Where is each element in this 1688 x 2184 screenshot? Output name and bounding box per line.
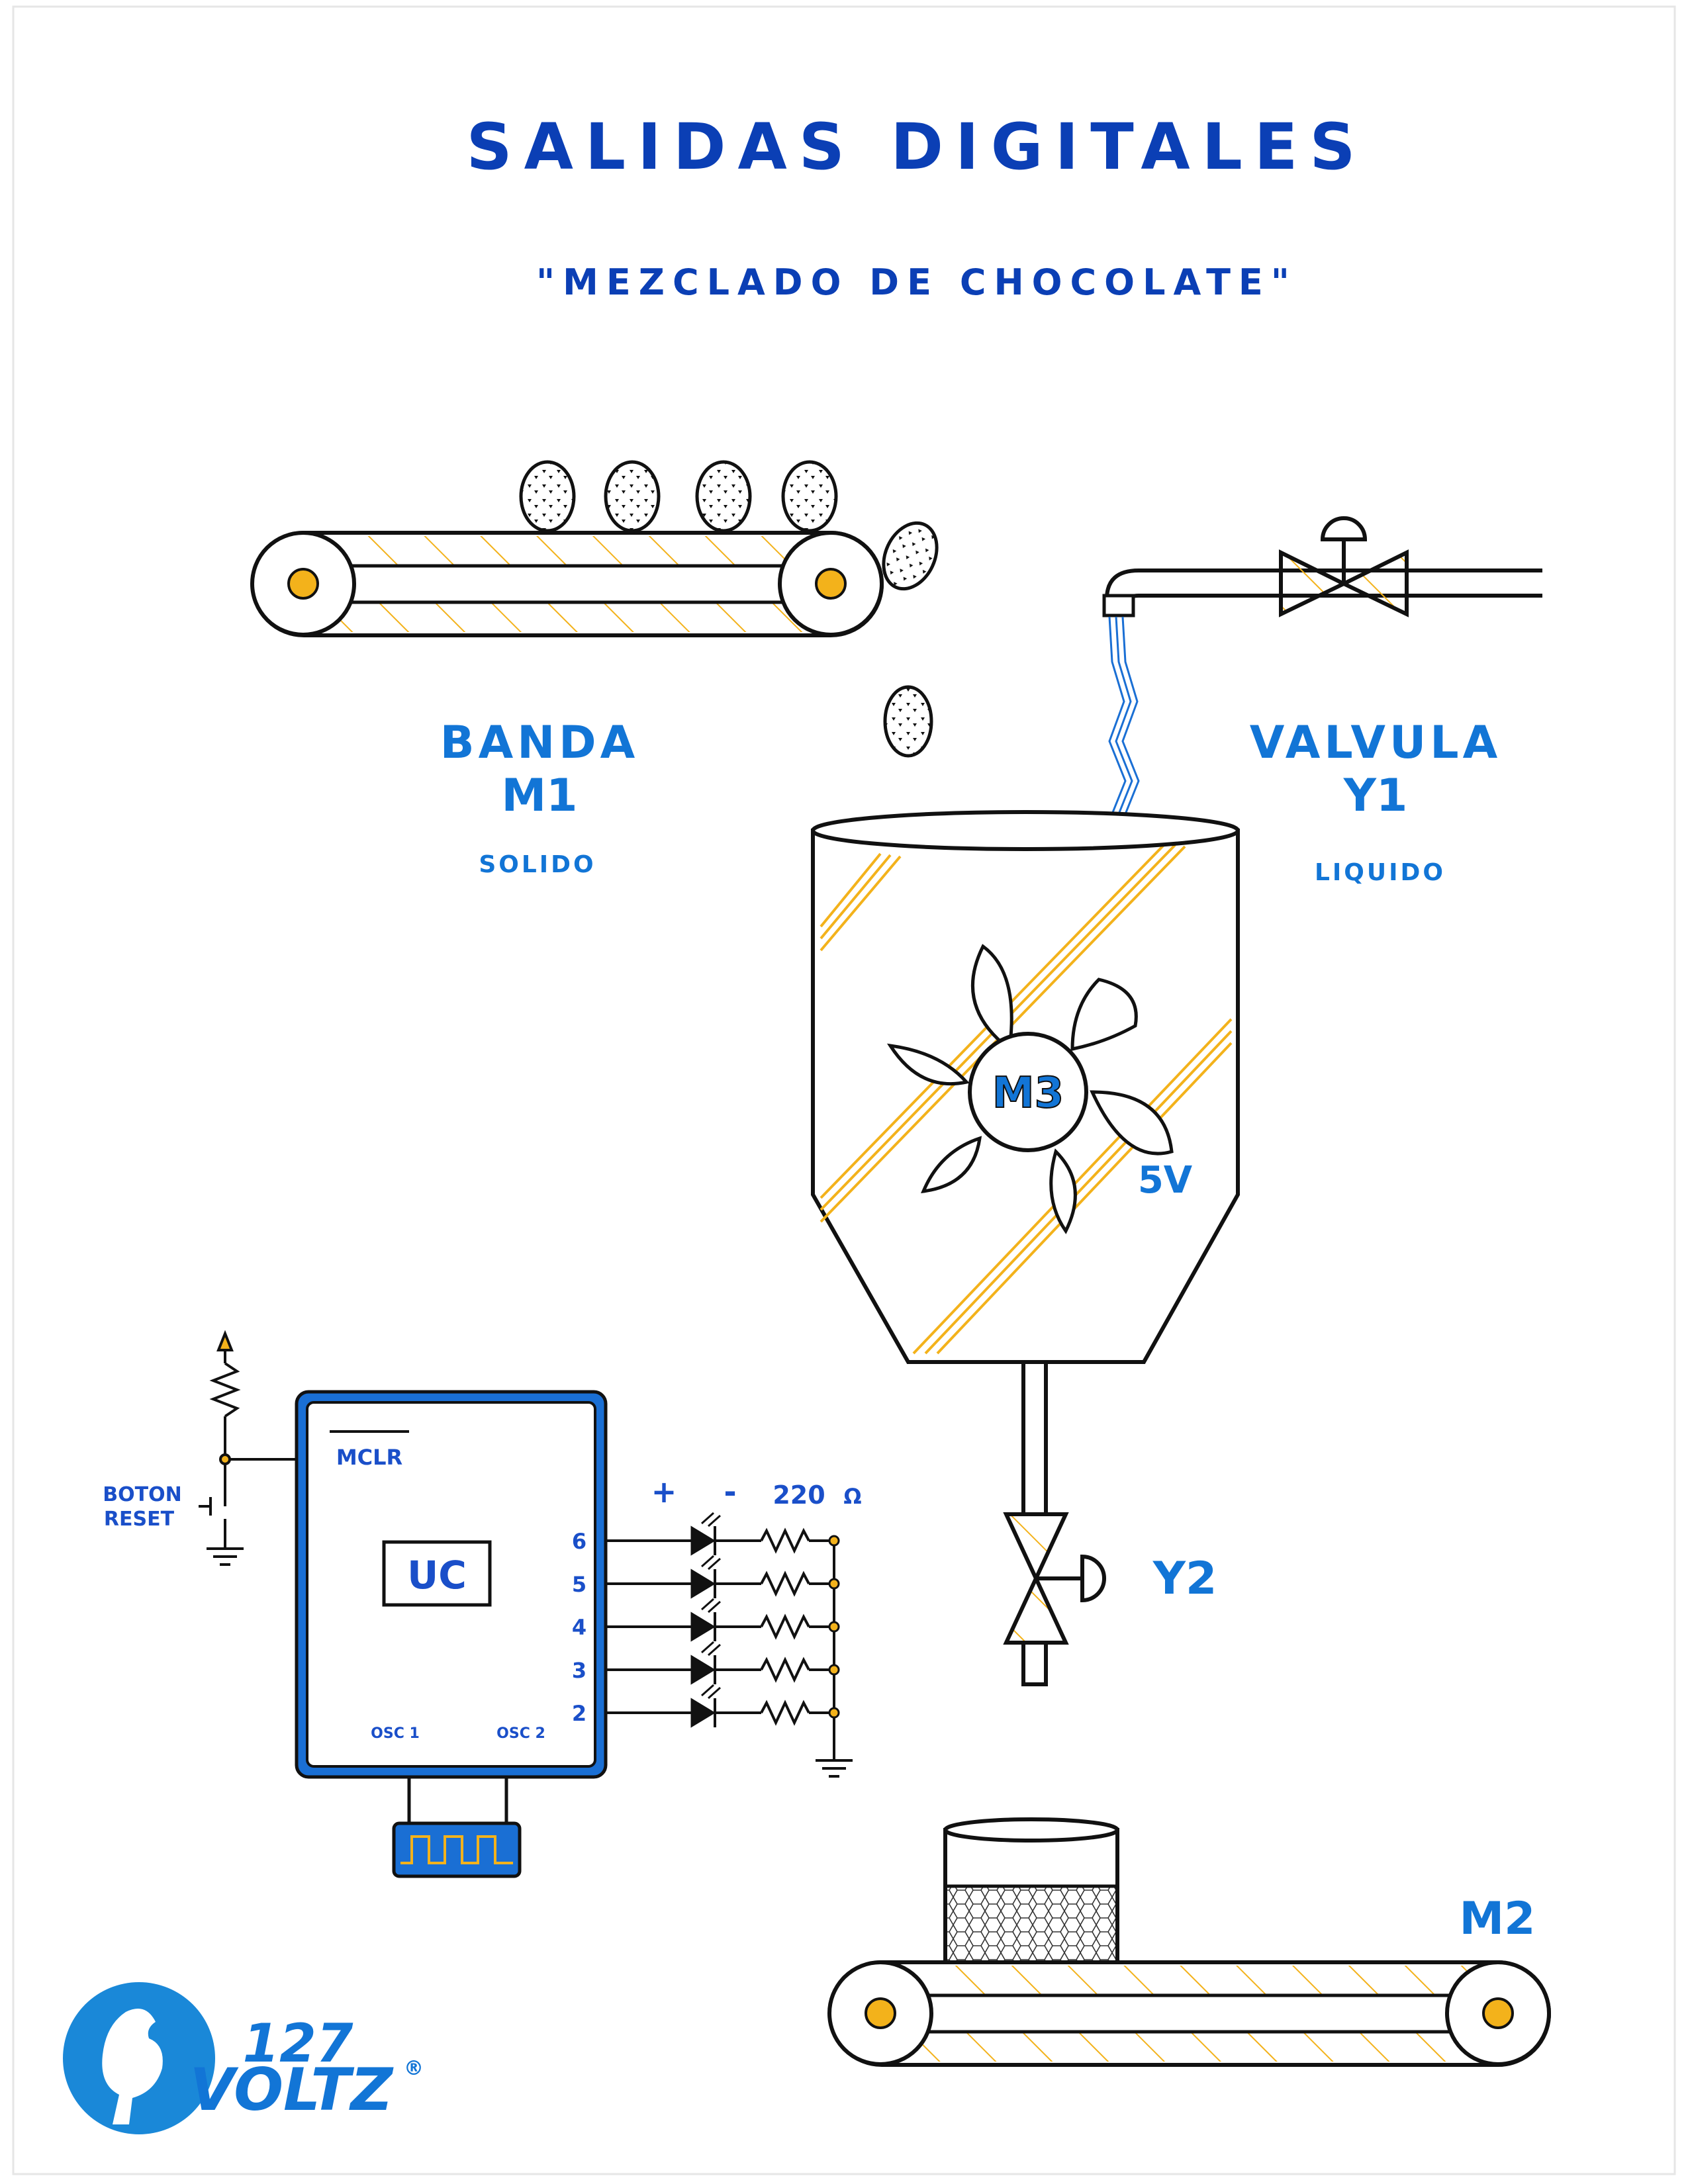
conveyor-m2: M2 xyxy=(827,1893,1551,2067)
pin-label: 5 xyxy=(572,1572,586,1597)
chocolate-piece xyxy=(883,685,933,758)
resistor xyxy=(760,1700,810,1726)
voltz-logo: 127 VOLTZ ® xyxy=(63,1982,424,2134)
led-row: 4 xyxy=(572,1598,840,1642)
chocolate-piece xyxy=(882,521,939,591)
chocolate-piece xyxy=(781,460,838,533)
valvula-label: VALVULA xyxy=(1250,717,1501,769)
banda-id: M1 xyxy=(502,770,578,822)
led-diode xyxy=(690,1569,716,1599)
mixer-blades xyxy=(886,944,1174,1234)
valve-y2-label: Y2 xyxy=(1152,1553,1217,1605)
logo-mascot xyxy=(102,2009,163,2124)
osc1-label: OSC 1 xyxy=(371,1725,420,1742)
chocolate-piece xyxy=(519,460,576,533)
microcontroller: MCLR UC OSC 1 OSC 2 xyxy=(295,1390,608,1779)
resistor xyxy=(760,1570,810,1597)
valvula-note: LIQUIDO xyxy=(1315,859,1446,886)
led-plus-label: + xyxy=(651,1474,677,1510)
led-diode xyxy=(690,1698,716,1728)
mclr-label: MCLR xyxy=(336,1445,402,1470)
led-row: 2 xyxy=(572,1684,840,1728)
led-row: 5 xyxy=(572,1555,840,1599)
chocolate-piece xyxy=(604,460,661,533)
pin-label: 2 xyxy=(572,1701,586,1726)
led-diode xyxy=(690,1612,716,1642)
reset-button-label-2: RESET xyxy=(104,1508,175,1531)
valve-y1 xyxy=(1279,516,1409,617)
mixer-voltage: 5V xyxy=(1138,1159,1193,1202)
led-row: 3 xyxy=(572,1641,840,1685)
reset-circuit xyxy=(199,1330,297,1566)
led-ray xyxy=(708,1643,721,1657)
page-border xyxy=(12,5,1676,2175)
junction-dot xyxy=(828,1664,840,1676)
reset-button-label-1: BOTON xyxy=(103,1483,181,1506)
uc-box xyxy=(382,1540,492,1607)
resistor xyxy=(760,1657,810,1683)
banda-note: SOLIDO xyxy=(479,851,596,878)
led-array xyxy=(816,1541,853,1778)
logo-word: VOLTZ xyxy=(190,2056,395,2124)
led-ray xyxy=(701,1684,714,1697)
motor-m3-label: M3 xyxy=(992,1069,1064,1118)
chocolate-pieces xyxy=(519,460,939,758)
osc2-label: OSC 2 xyxy=(496,1725,545,1742)
ohm-symbol: Ω xyxy=(843,1484,861,1509)
led-diode xyxy=(690,1655,716,1685)
led-minus-label: - xyxy=(724,1474,736,1510)
led-rows: 6 5 4 3 2 xyxy=(572,1512,840,1728)
resistor-value: 220 xyxy=(773,1480,825,1510)
valvula-id: Y1 xyxy=(1343,770,1408,822)
led-ray xyxy=(708,1600,721,1614)
pin-label: 6 xyxy=(572,1529,586,1554)
motor-m3 xyxy=(968,1032,1088,1152)
led-ray xyxy=(708,1686,721,1700)
junction-dot xyxy=(828,1535,840,1547)
banda-label: BANDA xyxy=(440,717,639,769)
pin-label: 3 xyxy=(572,1658,586,1683)
uc-label: UC xyxy=(407,1553,467,1598)
outlet-pipe: Y2 xyxy=(1003,1360,1217,1686)
pin-label: 4 xyxy=(572,1615,586,1640)
led-ray xyxy=(701,1512,714,1525)
resistor xyxy=(760,1527,810,1554)
resistor xyxy=(760,1614,810,1640)
junction-dot xyxy=(828,1621,840,1633)
junction-dot xyxy=(828,1578,840,1590)
page-subtitle: "MEZCLADO DE CHOCOLATE" xyxy=(536,261,1297,303)
led-ray xyxy=(701,1598,714,1611)
chocolate-piece xyxy=(695,460,752,533)
mixer-tank: M3 5V xyxy=(811,810,1240,1364)
logo-registered: ® xyxy=(404,2057,424,2080)
conveyor-m2-label: M2 xyxy=(1460,1893,1536,1945)
led-ray xyxy=(708,1557,721,1570)
product-container xyxy=(943,1817,1119,1964)
led-diode xyxy=(690,1525,716,1556)
page-title: SALIDAS DIGITALES xyxy=(466,110,1367,184)
led-ray xyxy=(701,1555,714,1568)
oscillator xyxy=(392,1777,522,1878)
valve-y2 xyxy=(1003,1512,1106,1645)
conveyor-m1 xyxy=(250,531,884,637)
led-row: 6 xyxy=(572,1512,840,1556)
junction-dot xyxy=(828,1707,840,1719)
logo-number: 127 xyxy=(243,2013,353,2074)
pipe-y1 xyxy=(1102,516,1542,617)
led-ray xyxy=(701,1641,714,1654)
led-ray xyxy=(708,1514,721,1527)
